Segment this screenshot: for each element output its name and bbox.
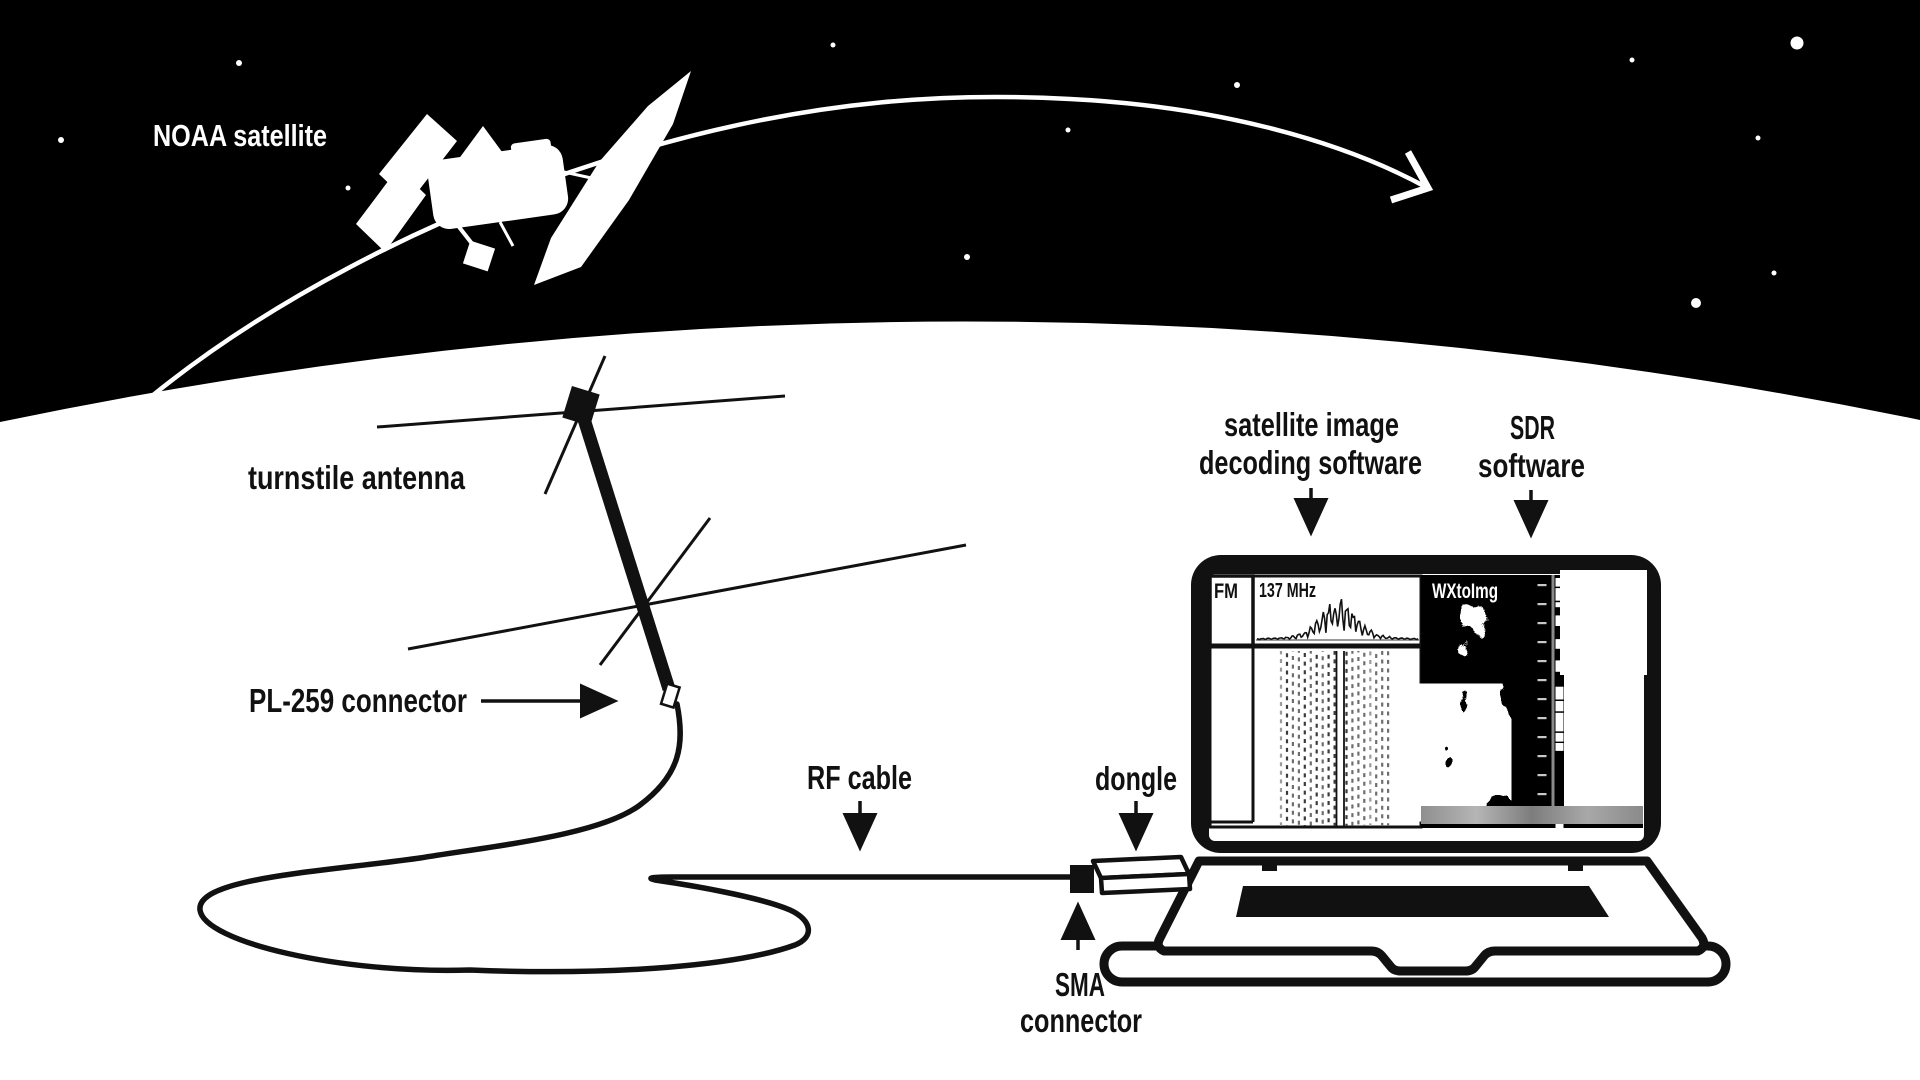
turnstile-antenna bbox=[376, 355, 967, 710]
noaa-satellite-icon bbox=[356, 71, 691, 285]
sdr-frequency-label: 137 MHz bbox=[1259, 580, 1316, 602]
pl259-connector-part bbox=[659, 682, 682, 710]
waterfall-display bbox=[1279, 651, 1390, 826]
hinge-tab-left bbox=[1262, 858, 1277, 871]
label-sdr-line1: SDR bbox=[1510, 409, 1555, 446]
label-rf-cable: RF cable bbox=[807, 759, 912, 796]
decoder-gray-band bbox=[1421, 806, 1643, 824]
label-sma-line2: connector bbox=[1020, 1002, 1142, 1039]
decoder-window: WXtoImg bbox=[1421, 575, 1643, 831]
label-pl259-connector: PL-259 connector bbox=[249, 682, 467, 719]
sdr-dongle bbox=[1070, 854, 1193, 896]
label-turnstile-antenna: turnstile antenna bbox=[248, 459, 466, 496]
label-sma-line1: SMA bbox=[1055, 966, 1105, 1003]
sdr-software-window: FM 137 MHz bbox=[1208, 574, 1423, 829]
spectrum-trace bbox=[1256, 598, 1419, 641]
orbit-arrowhead-icon bbox=[1389, 150, 1434, 204]
stars bbox=[58, 36, 1804, 308]
hinge-tab-right bbox=[1568, 858, 1583, 871]
dongle-front-face bbox=[1098, 871, 1193, 896]
telemetry-ticks bbox=[1537, 584, 1547, 796]
label-sdr-line2: software bbox=[1478, 447, 1585, 484]
label-decoding-line2: decoding software bbox=[1199, 444, 1422, 481]
antenna-mast bbox=[576, 414, 676, 691]
laptop-keyboard bbox=[1236, 886, 1609, 917]
sdr-mode-box bbox=[1208, 574, 1255, 648]
sma-jack bbox=[1070, 865, 1094, 893]
laptop: FM 137 MHz WXtoImg bbox=[1099, 555, 1731, 987]
night-sky bbox=[0, 0, 1920, 422]
label-decoding-line1: satellite image bbox=[1224, 406, 1399, 443]
label-noaa-satellite: NOAA satellite bbox=[153, 118, 327, 153]
sync-strip bbox=[1555, 575, 1564, 831]
orbit-path bbox=[150, 94, 1434, 398]
rf-cable-path bbox=[197, 701, 1074, 975]
decoder-title: WXtoImg bbox=[1432, 580, 1498, 603]
antenna-hub bbox=[562, 385, 600, 427]
label-dongle: dongle bbox=[1095, 760, 1177, 797]
sdr-mode-label: FM bbox=[1214, 580, 1238, 603]
